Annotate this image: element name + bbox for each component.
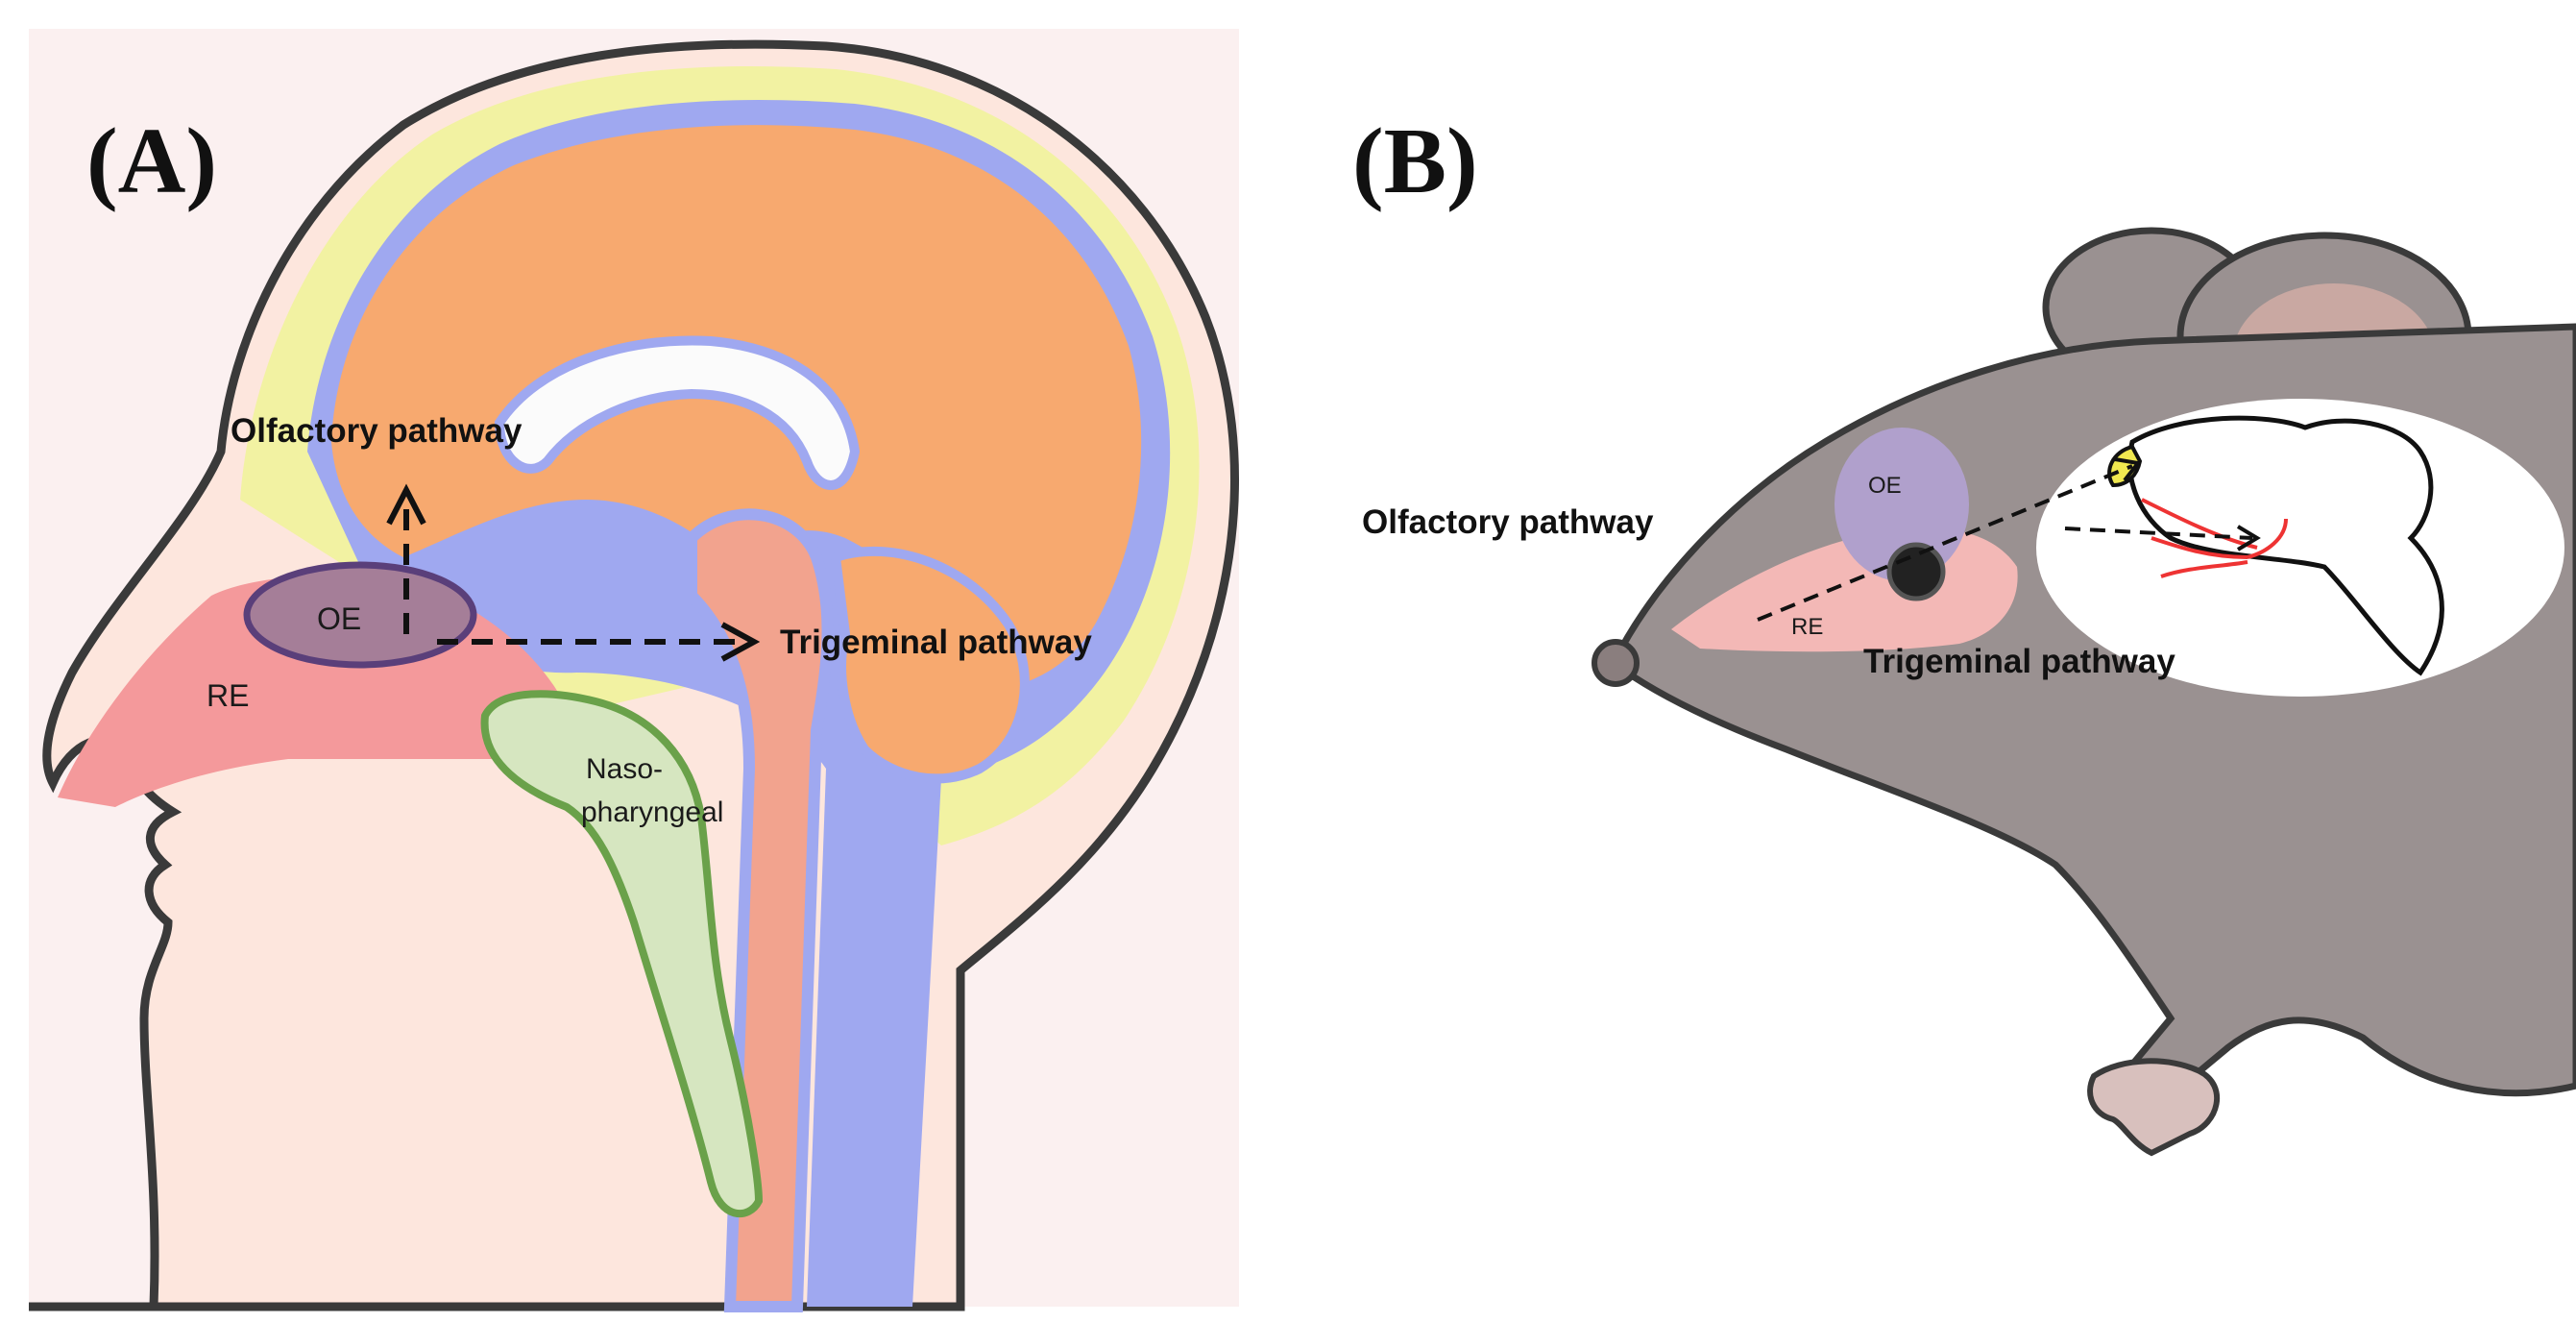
- panel-b-label: (B): [1352, 110, 1478, 213]
- mouse-brain-outline: [2126, 415, 2444, 676]
- trigeminal-pathway-label: Trigeminal pathway: [780, 624, 1092, 661]
- mouse-eye: [1886, 542, 1946, 601]
- panel-b-mouse: (B) Olfactory pathway Trigeminal pathway…: [1287, 0, 2576, 1323]
- mouse-brain-window: [2036, 399, 2564, 697]
- cerebellum: [830, 546, 1030, 784]
- olfactory-pathway-label: Olfactory pathway: [231, 412, 522, 450]
- mouse-oe-label: OE: [1868, 473, 1902, 499]
- mouse-olfactory-arrow: [1757, 457, 2142, 622]
- re-label: RE: [207, 678, 249, 713]
- mouse-paw: [2087, 1058, 2220, 1157]
- mouse-trigeminal-arrow: [2064, 525, 2261, 551]
- corpus-callosum: [494, 335, 861, 490]
- mouse-trigeminal-pathway-label: Trigeminal pathway: [1863, 643, 2175, 680]
- mouse-olfactory-bulb: [2107, 444, 2143, 488]
- naso-label-line1: Naso-: [586, 753, 663, 785]
- brainstem: [686, 508, 834, 1312]
- nasopharyngeal-region: [480, 690, 764, 1218]
- olfactory-arrow: [386, 483, 426, 634]
- mouse-olfactory-epithelium: [1835, 428, 1969, 581]
- olfactory-epithelium: [243, 561, 477, 669]
- naso-label-line2: pharyngeal: [581, 796, 723, 828]
- mouse-olfactory-pathway-label: Olfactory pathway: [1362, 503, 1654, 541]
- human-head-illustration: (A) Olfactory pathway Trigeminal pathway…: [29, 29, 1239, 1312]
- mouse-illustration: (B) Olfactory pathway Trigeminal pathway…: [1352, 110, 2576, 1157]
- mouse-re-label: RE: [1791, 614, 1823, 640]
- panel-a-human-head: (A) Olfactory pathway Trigeminal pathway…: [0, 0, 1287, 1323]
- panel-a-label: (A): [86, 110, 217, 213]
- trigeminal-arrow: [437, 622, 761, 662]
- oe-label: OE: [317, 601, 361, 636]
- mouse-nose: [1592, 639, 1640, 687]
- cerebrum: [331, 125, 1142, 692]
